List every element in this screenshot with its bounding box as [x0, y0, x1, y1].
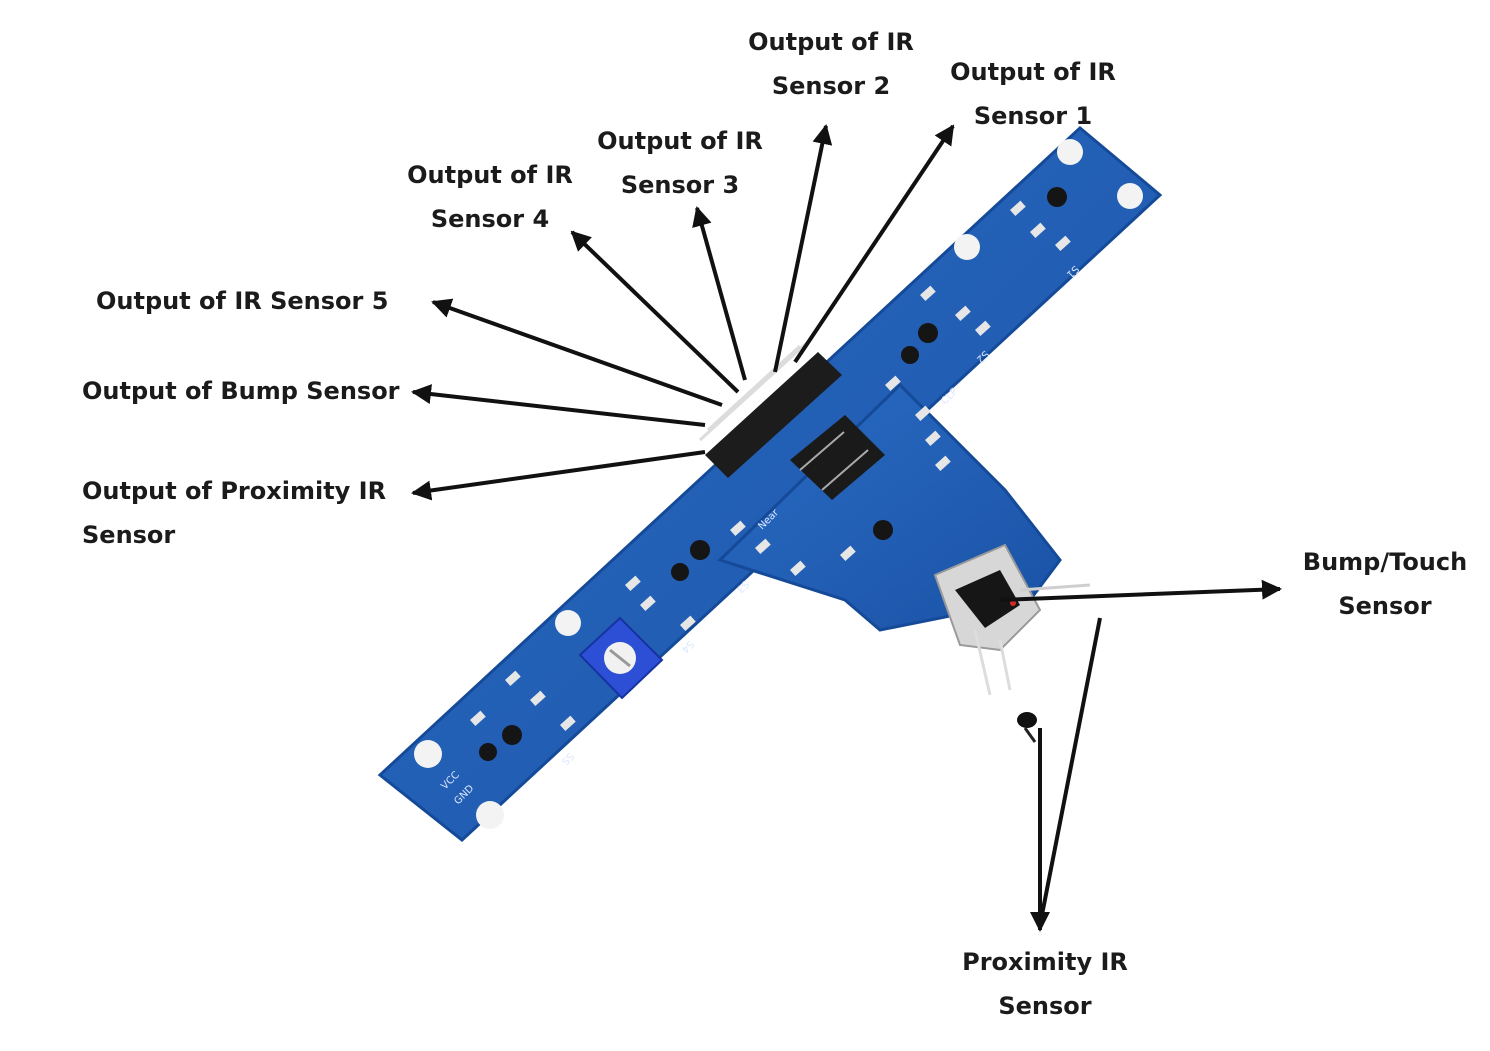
label-ir-sensor-2: Output of IR Sensor 2: [748, 28, 914, 100]
smd-components: [470, 200, 1071, 731]
arrow-ir1: [793, 124, 955, 364]
label-ir-sensor-3: Output of IR Sensor 3: [597, 127, 763, 199]
arrow-bump-out: [411, 384, 706, 427]
arrow-ir4: [570, 230, 740, 394]
label-ir-sensor-4: Output of IR Sensor 4: [407, 161, 573, 233]
arrow-ir2: [773, 124, 833, 373]
micro-switch: [933, 543, 1091, 652]
arrow-prox-b: [1038, 617, 1102, 926]
arrow-bump: [999, 579, 1282, 602]
arrow-ir3: [692, 206, 747, 381]
label-proximity-ir-sensor: Proximity IR Sensor: [962, 948, 1128, 1020]
mounting-hole: [954, 234, 980, 260]
ir-sensor-dome: [1047, 187, 1067, 207]
potentiometer: [578, 616, 664, 700]
pcb-board: VCC GND SS S4 S3 Near S2 CLP S1: [377, 126, 1163, 842]
ir-sensor-dome: [918, 323, 938, 343]
ir-sensor-dome: [502, 725, 522, 745]
label-ir-sensor-1: Output of IR Sensor 1: [950, 58, 1116, 130]
ir-sensor-dome: [901, 346, 919, 364]
label-proximity-ir-output: Output of Proximity IR Sensor: [82, 477, 387, 549]
ir-sensor-dome: [671, 563, 689, 581]
mounting-hole: [555, 610, 581, 636]
mounting-hole: [1057, 139, 1083, 165]
ir-sensor-dome: [873, 520, 893, 540]
marking-ss: SS: [559, 750, 576, 767]
arrow-prox-out: [411, 450, 706, 501]
ir-sensor-dome: [690, 540, 710, 560]
ic-chip: [790, 415, 885, 500]
label-bump-sensor-output: Output of Bump Sensor: [82, 377, 400, 405]
label-bump-touch-sensor: Bump/Touch Sensor: [1302, 548, 1468, 620]
marking-s4: S4: [679, 638, 696, 655]
proximity-ir-component: [973, 629, 1037, 743]
mounting-hole: [476, 801, 504, 829]
header-pins: [698, 338, 842, 478]
ir-sensor-dome: [479, 743, 497, 761]
label-ir-sensor-5: Output of IR Sensor 5: [96, 287, 389, 315]
callout-arrows: [411, 124, 1282, 932]
mounting-hole: [414, 740, 442, 768]
mounting-hole: [1117, 183, 1143, 209]
arrow-ir5: [431, 298, 723, 407]
